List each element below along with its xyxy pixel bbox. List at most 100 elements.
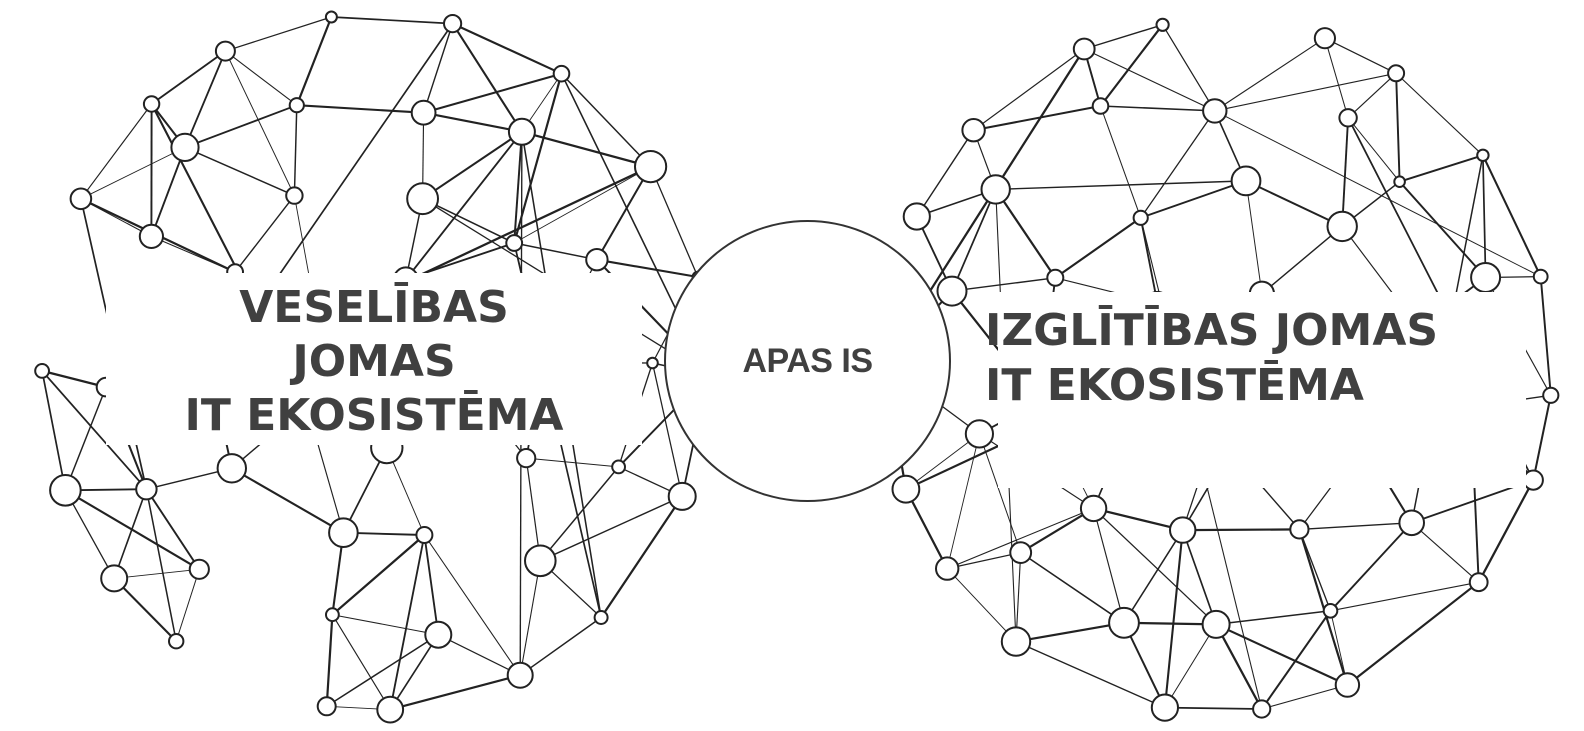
network-edge: [1481, 154, 1542, 278]
network-edge: [41, 370, 148, 490]
network-node: [1046, 268, 1065, 287]
network-edge: [1411, 522, 1480, 583]
network-edge: [1020, 507, 1095, 554]
network-node: [505, 234, 524, 252]
network-node: [1252, 699, 1272, 719]
network-edge: [231, 467, 344, 534]
center-hub-label: APAS IS: [742, 342, 873, 380]
network-edge: [1020, 551, 1125, 624]
network-node: [69, 187, 93, 211]
network-edge: [1346, 581, 1480, 686]
network-edge: [64, 386, 107, 491]
network-node: [142, 95, 161, 113]
network-node: [1470, 262, 1502, 293]
left-sphere-title: VESELĪBAS JOMAS IT EKOSISTĒMA: [106, 281, 642, 443]
network-node: [1091, 97, 1110, 115]
network-edge: [946, 507, 1094, 570]
network-edge: [234, 195, 295, 273]
network-node: [410, 99, 437, 126]
network-node: [1393, 175, 1406, 188]
network-edge: [1347, 117, 1400, 183]
network-edge: [64, 489, 200, 571]
network-edge: [1324, 38, 1349, 118]
network-node: [1468, 572, 1489, 593]
network-edge: [150, 147, 186, 237]
network-edge: [113, 577, 177, 642]
network-node: [1334, 672, 1361, 698]
network-edge: [916, 129, 975, 217]
network-node: [1387, 64, 1406, 83]
network-edge: [1214, 37, 1326, 112]
network-edge: [1140, 110, 1216, 219]
network-edge: [1139, 217, 1159, 304]
network-node: [328, 517, 359, 549]
network-edge: [540, 495, 683, 562]
network-edge: [525, 458, 541, 561]
network-node: [1009, 541, 1033, 564]
network-edge: [994, 188, 1057, 279]
network-node: [100, 564, 129, 593]
network-edge: [1100, 105, 1215, 112]
network-node: [1338, 108, 1358, 128]
network-edge: [1123, 529, 1184, 624]
network-edge: [600, 495, 684, 619]
network-edge: [1347, 72, 1397, 119]
network-node: [1398, 509, 1425, 537]
right-title-line-1: IZGLĪTĪBAS JOMAS: [985, 305, 1439, 356]
network-edge: [1532, 395, 1552, 481]
network-node: [902, 202, 931, 231]
network-node: [891, 474, 921, 504]
network-edge: [1260, 610, 1332, 710]
network-edge: [64, 489, 115, 579]
network-edge: [331, 534, 426, 616]
network-node: [964, 419, 995, 449]
network-node: [1155, 17, 1170, 32]
network-node: [168, 633, 185, 650]
network-edge: [539, 466, 620, 562]
network-edge: [113, 488, 148, 579]
network-edge: [422, 130, 523, 200]
network-node: [34, 363, 50, 379]
network-edge: [521, 130, 651, 168]
network-node: [1542, 386, 1560, 404]
network-node: [376, 695, 405, 724]
network-node: [216, 453, 248, 484]
network-edge: [41, 369, 107, 389]
network-edge: [151, 50, 226, 105]
network-edge: [1215, 623, 1348, 686]
network-edge: [951, 277, 1056, 292]
network-edge: [995, 180, 1247, 191]
network-edge: [1164, 624, 1217, 708]
network-edge: [1214, 72, 1397, 112]
network-node: [49, 474, 82, 507]
network-node: [516, 448, 537, 469]
network-edge: [184, 146, 295, 197]
network-edge: [1162, 24, 1216, 112]
network-edge: [80, 146, 186, 200]
network-edge: [1398, 181, 1487, 279]
network-node: [443, 14, 463, 34]
network-edge: [331, 16, 453, 25]
network-node: [1132, 209, 1149, 226]
network-edge: [650, 166, 699, 278]
network-edge: [1093, 508, 1125, 623]
network-node: [1072, 37, 1096, 61]
right-title-line-2: IT EKOSISTĒMA: [985, 360, 1364, 411]
network-edge: [1330, 581, 1479, 612]
network-edge: [438, 634, 521, 676]
network-edge: [513, 131, 523, 244]
network-edge: [296, 104, 424, 114]
network-edge: [451, 23, 523, 133]
network-edge: [1093, 507, 1217, 625]
network-edge: [225, 16, 332, 52]
network-edge: [973, 105, 1101, 132]
network-node: [552, 64, 571, 83]
network-edge: [1083, 48, 1216, 112]
network-edge: [1100, 105, 1142, 218]
network-edge: [1395, 73, 1401, 182]
left-label-panel: [106, 273, 642, 445]
network-edge: [1182, 528, 1300, 532]
network-node: [415, 526, 434, 544]
network-node: [980, 174, 1011, 205]
network-node: [935, 556, 960, 581]
